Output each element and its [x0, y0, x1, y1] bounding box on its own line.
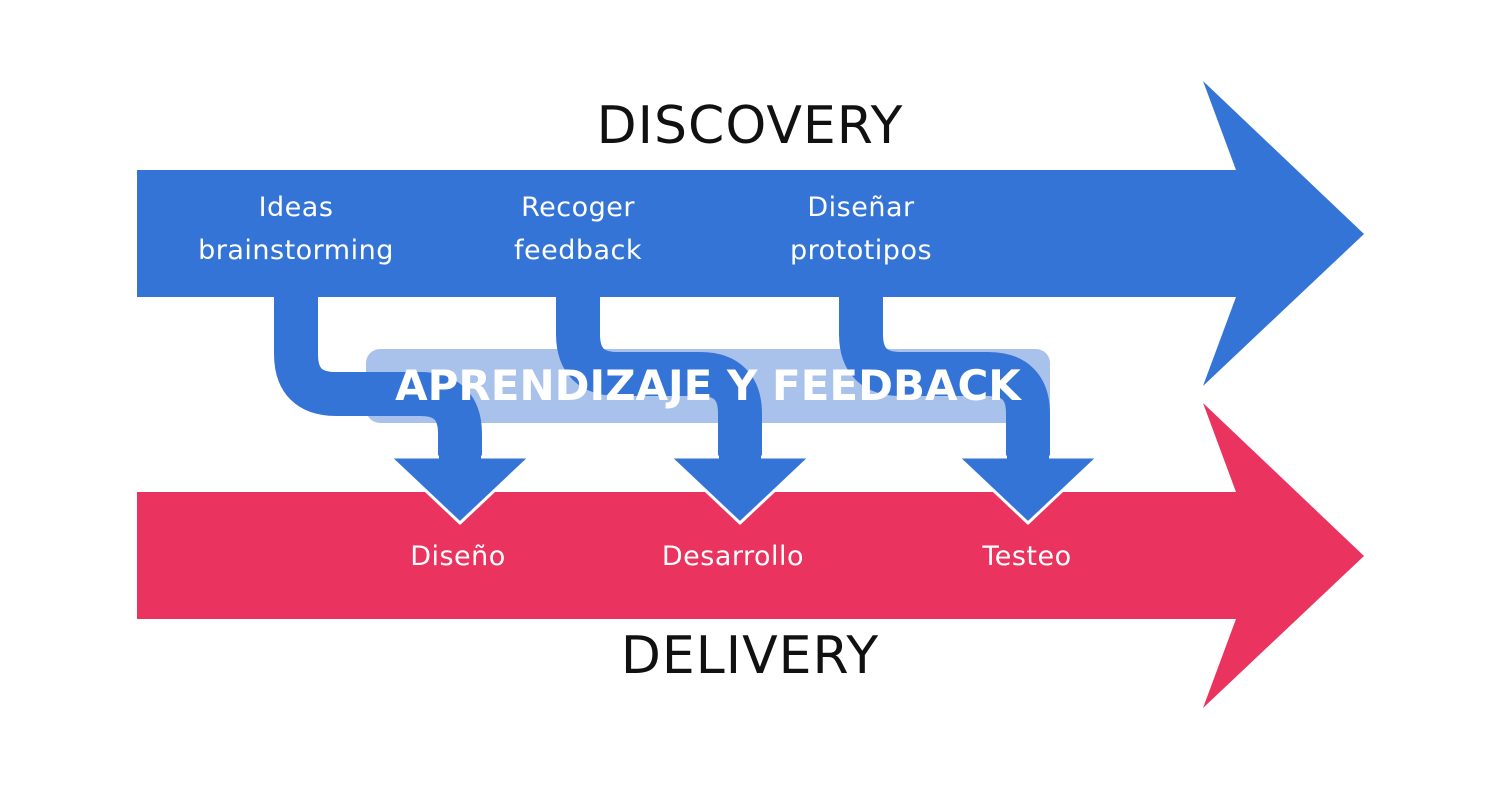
connector-arrow-3: [839, 297, 1100, 525]
discovery-item-line2: feedback: [513, 235, 643, 266]
delivery-item-desarrollo: Desarrollo: [661, 541, 805, 572]
feedback-label: APRENDIZAJE Y FEEDBACK: [395, 361, 1021, 410]
discovery-title: DISCOVERY: [596, 96, 904, 156]
discovery-item-recoger: Recoger feedback: [428, 186, 728, 272]
delivery-item-testeo: Testeo: [982, 541, 1072, 572]
connector-arrow-2: [556, 297, 812, 525]
discovery-item-line1: Ideas: [258, 192, 334, 223]
delivery-arrow: [137, 403, 1364, 708]
discovery-item-line2: prototipos: [789, 235, 933, 266]
discovery-item-disenar: Diseñar prototipos: [711, 186, 1011, 272]
connector-arrow-1: [274, 297, 532, 525]
discovery-arrow: [137, 81, 1364, 386]
discovery-item-ideas: Ideas brainstorming: [146, 186, 446, 272]
delivery-title: DELIVERY: [620, 626, 880, 686]
delivery-item-diseno: Diseño: [410, 541, 506, 572]
discovery-item-line1: Recoger: [521, 192, 635, 223]
discovery-item-line2: brainstorming: [198, 235, 394, 266]
discovery-item-line1: Diseñar: [807, 192, 915, 223]
